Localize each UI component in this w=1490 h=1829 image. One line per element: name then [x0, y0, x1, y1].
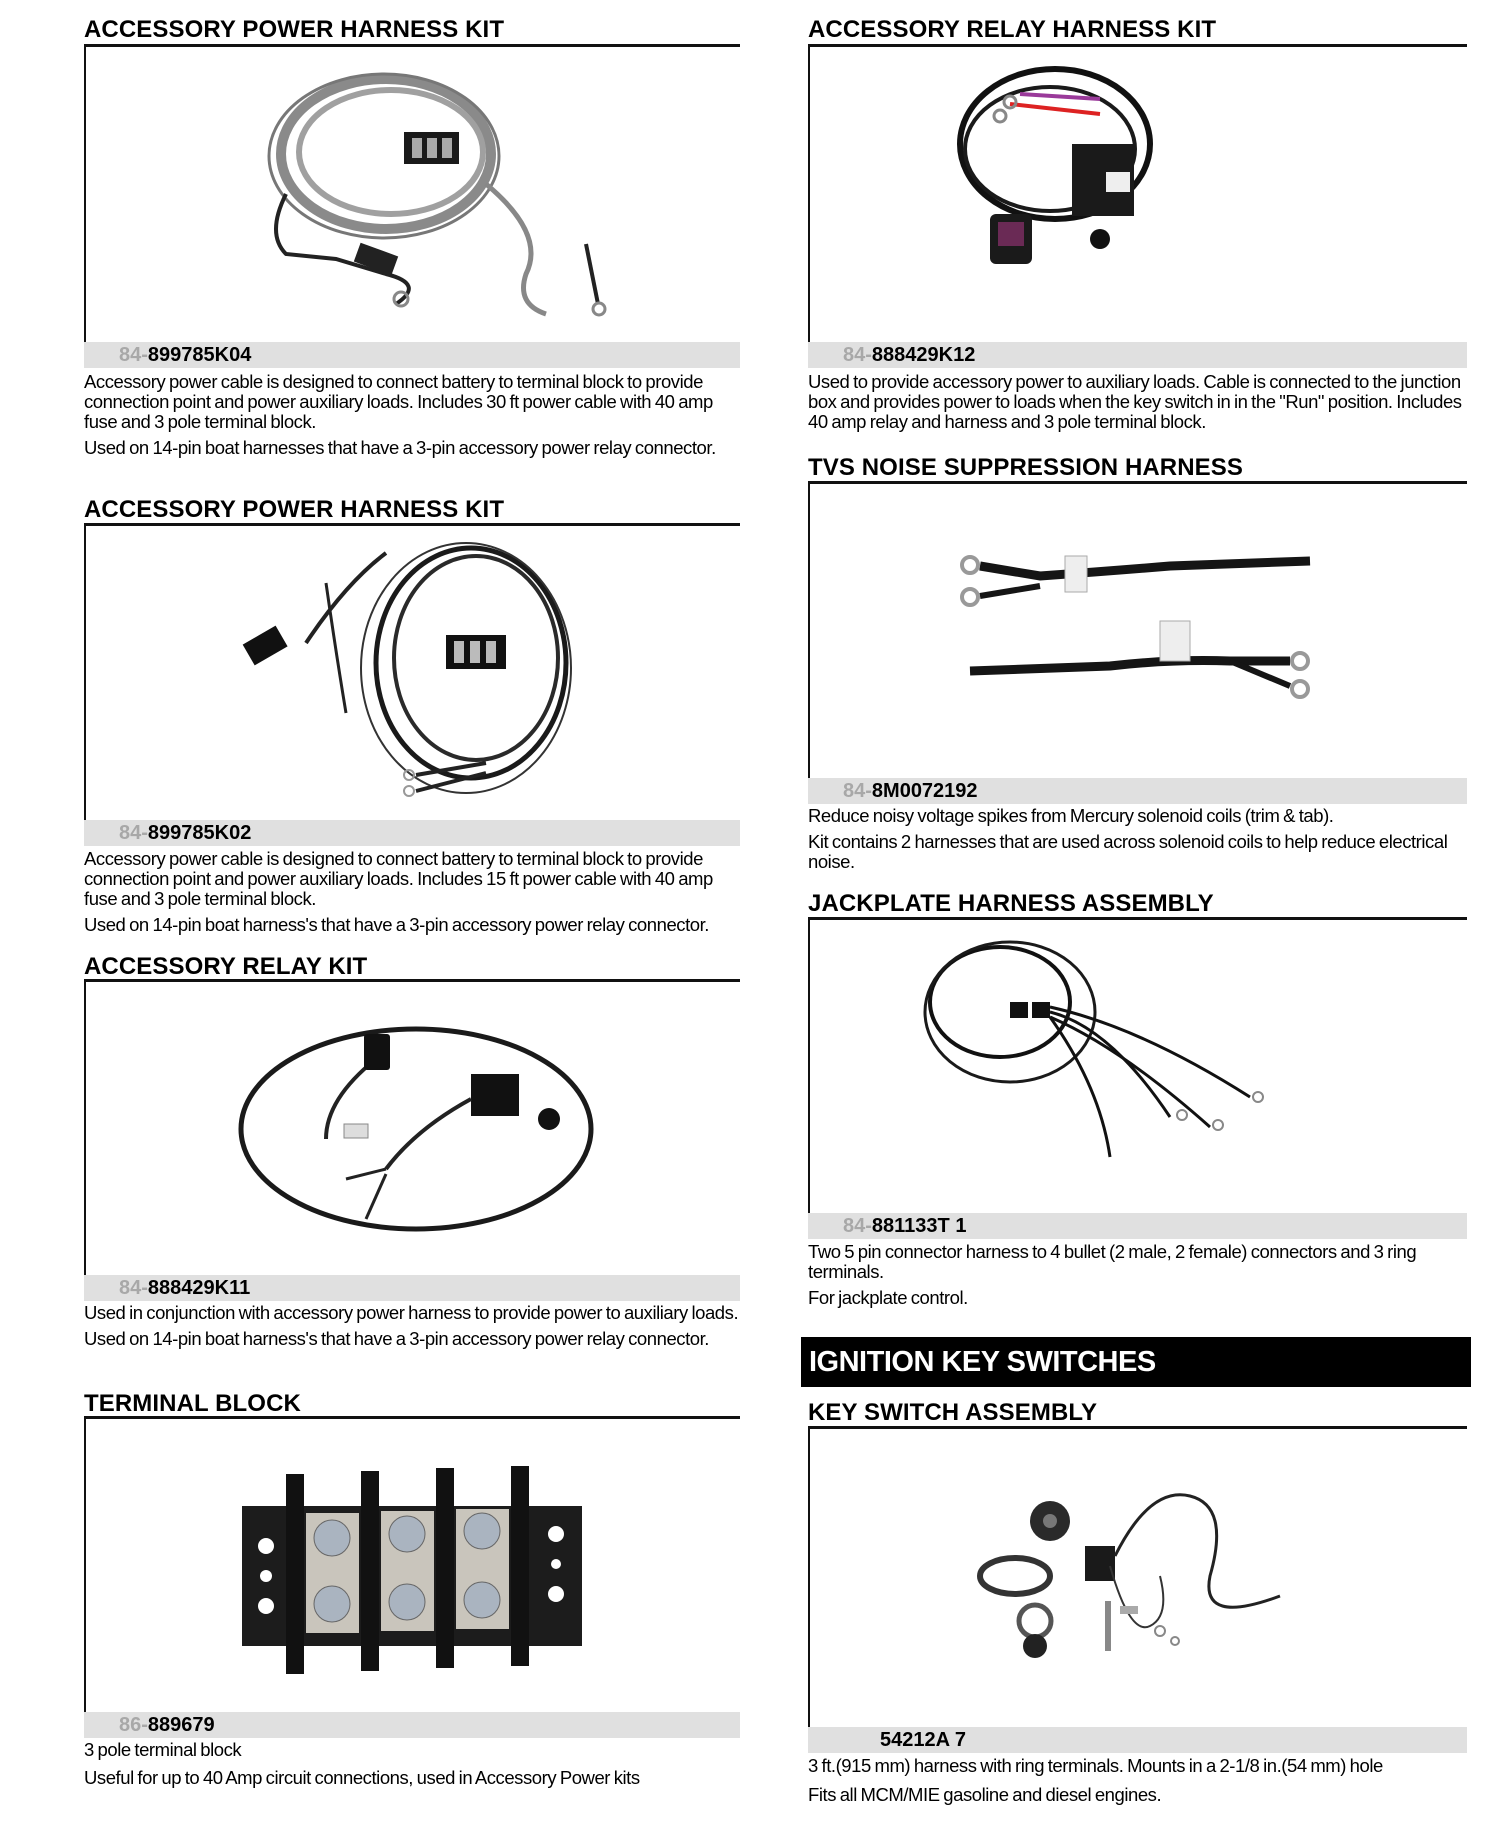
heading-rule	[84, 523, 740, 526]
key-switch-image	[977, 1493, 1281, 1658]
part-number-bar: 86-889679	[84, 1712, 740, 1738]
product-accessory-power-harness-kit-30ft: ACCESSORY POWER HARNESS KIT 84-899785K04…	[84, 0, 740, 480]
section-heading: TVS NOISE SUPPRESSION HARNESS	[808, 454, 1243, 481]
product-image	[808, 44, 1467, 342]
heading-rule	[808, 1426, 1467, 1429]
description-paragraph: Used in conjunction with accessory power…	[84, 1302, 739, 1323]
category-bar-ignition-key-switches: IGNITION KEY SWITCHES	[801, 1337, 1471, 1387]
product-jackplate-harness-assembly: JACKPLATE HARNESS ASSEMBLY 84-881133T 1 …	[808, 889, 1467, 1319]
section-heading: ACCESSORY POWER HARNESS KIT	[84, 16, 505, 43]
part-number: 888429K12	[871, 344, 976, 366]
part-prefix: 84-	[119, 344, 148, 366]
product-accessory-relay-kit: ACCESSORY RELAY KIT 84-888429K11 Used in…	[84, 952, 740, 1382]
product-description: Accessory power cable is designed to con…	[84, 849, 740, 941]
product-description: Used to provide accessory power to auxil…	[808, 372, 1467, 438]
description-paragraph: Useful for up to 40 Amp circuit connecti…	[84, 1767, 640, 1788]
part-prefix: 84-	[119, 1277, 148, 1299]
product-image	[808, 481, 1467, 778]
description-paragraph: 3 ft.(915 mm) harness with ring terminal…	[808, 1755, 1383, 1776]
part-prefix: 84-	[119, 822, 148, 844]
product-description: Used in conjunction with accessory power…	[84, 1303, 740, 1355]
heading-rule	[808, 44, 1467, 47]
part-prefix: 84-	[843, 780, 872, 802]
part-number: 899785K04	[147, 344, 252, 366]
description-paragraph: Used on 14-pin boat harnesses that have …	[84, 437, 716, 458]
part-prefix: 84-	[843, 344, 872, 366]
section-heading: ACCESSORY RELAY KIT	[84, 953, 368, 980]
part-number-bar: 54212A 7	[808, 1727, 1467, 1753]
product-tvs-noise-suppression-harness: TVS NOISE SUPPRESSION HARNESS 84-8M00721…	[808, 452, 1467, 882]
product-description: 3 pole terminal block Useful for up to 4…	[84, 1740, 740, 1794]
product-description: Two 5 pin connector harness to 4 bullet …	[808, 1242, 1467, 1314]
section-heading: TERMINAL BLOCK	[84, 1390, 301, 1417]
power-cable-coil-image	[267, 72, 607, 317]
heading-rule	[84, 1416, 740, 1419]
description-paragraph: Reduce noisy voltage spikes from Mercury…	[808, 805, 1334, 826]
product-image	[808, 917, 1467, 1213]
part-number: 881133T 1	[871, 1215, 967, 1237]
product-terminal-block: TERMINAL BLOCK 86-889679 3 pole terminal…	[84, 1389, 740, 1819]
product-description: Accessory power cable is designed to con…	[84, 372, 740, 464]
part-number: 899785K02	[147, 822, 252, 844]
product-image	[84, 523, 740, 820]
description-paragraph: Used on 14-pin boat harness's that have …	[84, 914, 710, 935]
description-paragraph: Used to provide accessory power to auxil…	[808, 371, 1462, 432]
product-key-switch-assembly: KEY SWITCH ASSEMBLY 54212A 7 3 ft.(915 m…	[808, 1398, 1467, 1829]
description-paragraph: Accessory power cable is designed to con…	[84, 848, 713, 909]
section-heading: ACCESSORY RELAY HARNESS KIT	[808, 16, 1217, 43]
part-number: 888429K11	[147, 1277, 251, 1299]
part-number-bar: 84-899785K04	[84, 342, 740, 368]
product-description: Reduce noisy voltage spikes from Mercury…	[808, 806, 1467, 878]
heading-rule	[84, 44, 740, 47]
part-number: 54212A 7	[880, 1729, 966, 1751]
tvs-harness-image	[960, 555, 1311, 699]
part-number-bar: 84-881133T 1	[808, 1213, 1467, 1239]
description-paragraph: Accessory power cable is designed to con…	[84, 371, 713, 432]
product-image	[84, 979, 740, 1275]
relay-kit-image	[238, 1026, 594, 1232]
product-description: 3 ft.(915 mm) harness with ring terminal…	[808, 1756, 1467, 1811]
heading-rule	[84, 979, 740, 982]
part-number: 8M0072192	[871, 780, 978, 802]
section-heading: JACKPLATE HARNESS ASSEMBLY	[808, 890, 1214, 917]
part-number-bar: 84-888429K12	[808, 342, 1467, 368]
description-paragraph: 3 pole terminal block	[84, 1739, 242, 1760]
description-paragraph: Kit contains 2 harnesses that are used a…	[808, 831, 1448, 872]
product-accessory-power-harness-kit-15ft: ACCESSORY POWER HARNESS KIT 84-899785K02…	[84, 495, 740, 945]
description-paragraph: Used on 14-pin boat harness's that have …	[84, 1328, 710, 1349]
part-prefix: 84-	[843, 1215, 872, 1237]
part-prefix: 86-	[119, 1714, 148, 1736]
product-image	[84, 1416, 740, 1712]
terminal-block-image	[242, 1466, 582, 1674]
heading-rule	[808, 917, 1467, 920]
part-number-bar: 84-888429K11	[84, 1275, 740, 1301]
product-image	[84, 44, 740, 342]
section-heading: KEY SWITCH ASSEMBLY	[808, 1399, 1098, 1426]
part-number: 889679	[147, 1714, 215, 1736]
black-cable-coil-image	[242, 542, 572, 797]
part-number-bar: 84-899785K02	[84, 820, 740, 846]
jackplate-harness-image	[923, 940, 1264, 1158]
description-paragraph: Fits all MCM/MIE gasoline and diesel eng…	[808, 1784, 1162, 1805]
description-paragraph: Two 5 pin connector harness to 4 bullet …	[808, 1241, 1417, 1282]
section-heading: ACCESSORY POWER HARNESS KIT	[84, 496, 505, 523]
part-number-bar: 84-8M0072192	[808, 778, 1467, 804]
product-image	[808, 1426, 1467, 1727]
relay-harness-image	[957, 66, 1153, 264]
product-accessory-relay-harness-kit: ACCESSORY RELAY HARNESS KIT 84-888429K12…	[808, 0, 1467, 445]
heading-rule	[808, 481, 1467, 484]
description-paragraph: For jackplate control.	[808, 1287, 968, 1308]
